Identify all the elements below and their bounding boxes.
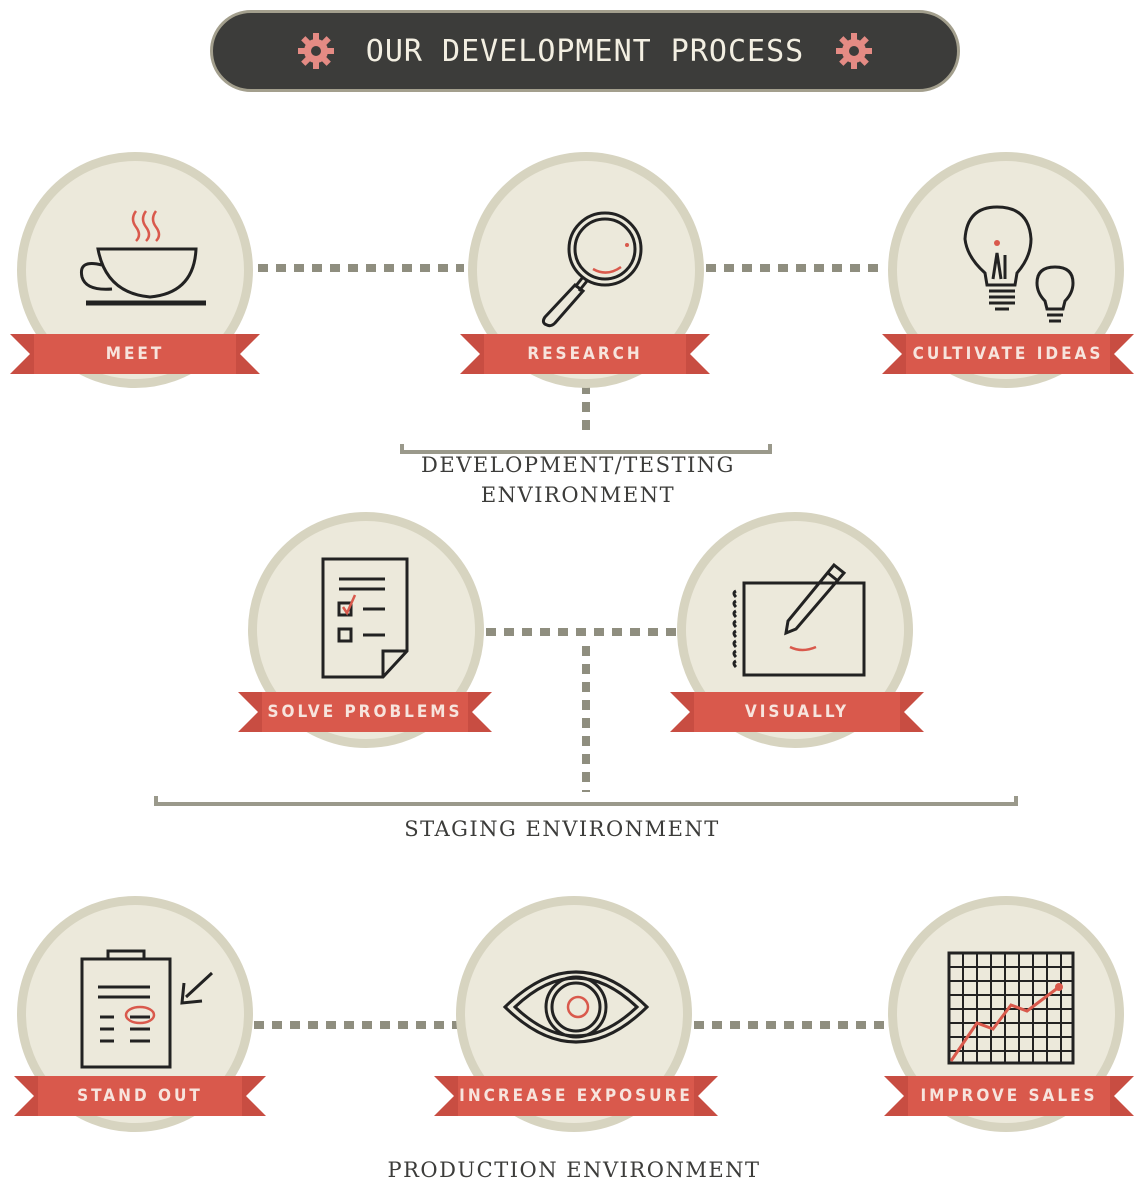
connector-research-down — [582, 384, 590, 436]
step-label: IMPROVE SALES — [920, 1086, 1098, 1106]
dev-environment-label: DEVELOPMENT/TESTING ENVIRONMENT — [386, 450, 770, 510]
ribbon-sales: IMPROVE SALES — [884, 1076, 1134, 1116]
sketchbook-pencil-icon — [732, 562, 866, 677]
ribbon-solve: SOLVE PROBLEMS — [238, 692, 492, 732]
dev-environment-line1: DEVELOPMENT/TESTING — [421, 453, 735, 477]
step-label: MEET — [105, 344, 165, 364]
connector-standout-exposure — [254, 1021, 458, 1029]
eye-icon — [502, 970, 650, 1044]
production-environment-label: PRODUCTION ENVIRONMENT — [387, 1158, 761, 1182]
ribbon-exposure: INCREASE EXPOSURE — [434, 1076, 718, 1116]
connector-exposure-sales — [694, 1021, 886, 1029]
light-bulbs-icon — [963, 205, 1075, 323]
connector-research-ideas — [706, 264, 886, 272]
page-title: OUR DEVELOPMENT PROCESS — [365, 33, 805, 69]
ribbon-meet: MEET — [10, 334, 260, 374]
step-label: VISUALLY — [744, 702, 850, 722]
gear-icon — [836, 33, 873, 69]
step-label: CULTIVATE IDEAS — [912, 344, 1104, 364]
clipboard-arrow-icon — [80, 949, 214, 1069]
connector-staging-down — [582, 646, 590, 792]
step-label: RESEARCH — [527, 344, 643, 364]
step-label: INCREASE EXPOSURE — [459, 1086, 693, 1106]
ribbon-visually: VISUALLY — [670, 692, 924, 732]
checklist-document-icon — [321, 557, 409, 679]
staging-environment-label: STAGING ENVIRONMENT — [404, 817, 720, 841]
gear-icon — [297, 33, 334, 69]
connector-solve-visually — [486, 628, 676, 636]
coffee-cup-icon — [79, 210, 206, 306]
staging-environment-bracket — [154, 796, 1018, 806]
magnifying-glass-icon — [541, 211, 643, 328]
header-banner: OUR DEVELOPMENT PROCESS — [210, 10, 960, 92]
ribbon-standout: STAND OUT — [14, 1076, 266, 1116]
step-label: STAND OUT — [77, 1086, 203, 1106]
dev-environment-line2: ENVIRONMENT — [480, 483, 676, 507]
connector-meet-research — [258, 264, 464, 272]
growth-chart-icon — [947, 951, 1075, 1065]
step-label: SOLVE PROBLEMS — [267, 702, 463, 722]
ribbon-ideas: CULTIVATE IDEAS — [882, 334, 1134, 374]
ribbon-research: RESEARCH — [460, 334, 710, 374]
